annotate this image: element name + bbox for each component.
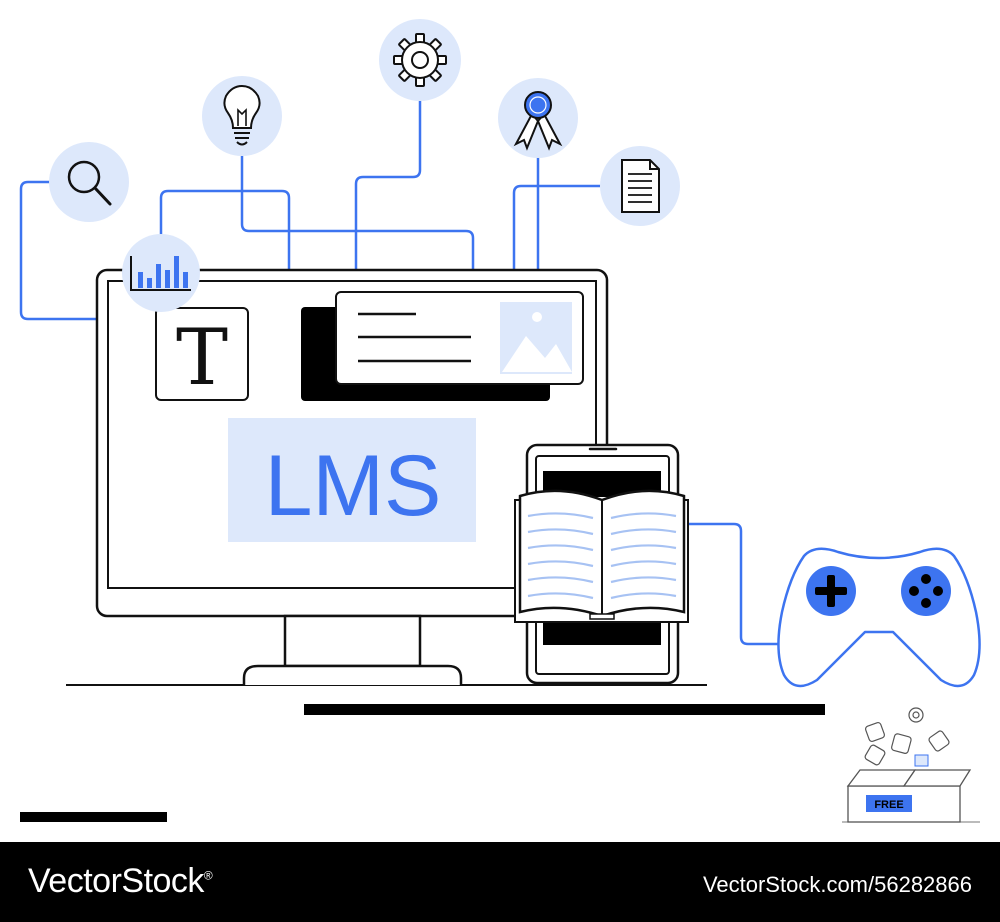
text-tile: [155, 307, 249, 401]
stock-url: VectorStock.com/56282866: [702, 872, 972, 897]
card-text-lines: [358, 312, 471, 363]
free-label: FREE: [874, 799, 903, 811]
search-icon: [49, 142, 129, 222]
document-icon: [600, 146, 680, 226]
lightbulb-icon: [202, 76, 282, 156]
brand-name: VectorStock: [28, 862, 204, 900]
monitor-base: [242, 664, 463, 685]
bar-chart-icon: [122, 234, 200, 312]
brand-logo: VectorStock®: [28, 862, 213, 901]
image-icon: [500, 302, 572, 374]
award-ribbon-icon: [498, 78, 578, 158]
brand-mark: ®: [203, 868, 213, 883]
text-tile-glyph: T: [176, 313, 228, 403]
monitor-neck: [283, 614, 422, 668]
gift-box-icon: FREE: [842, 707, 980, 823]
floor-bar: [304, 704, 825, 715]
watermark-footer: VectorStock® VectorStock.com/56282866: [0, 842, 1000, 922]
connector-lines: [19, 100, 782, 646]
gamepad-icon: [777, 547, 981, 688]
lms-label-box: [228, 418, 476, 542]
floor-bar-small: [20, 812, 167, 822]
lms-label: LMS: [265, 438, 442, 534]
open-book-icon: [514, 489, 689, 623]
gear-icon: [379, 19, 461, 101]
